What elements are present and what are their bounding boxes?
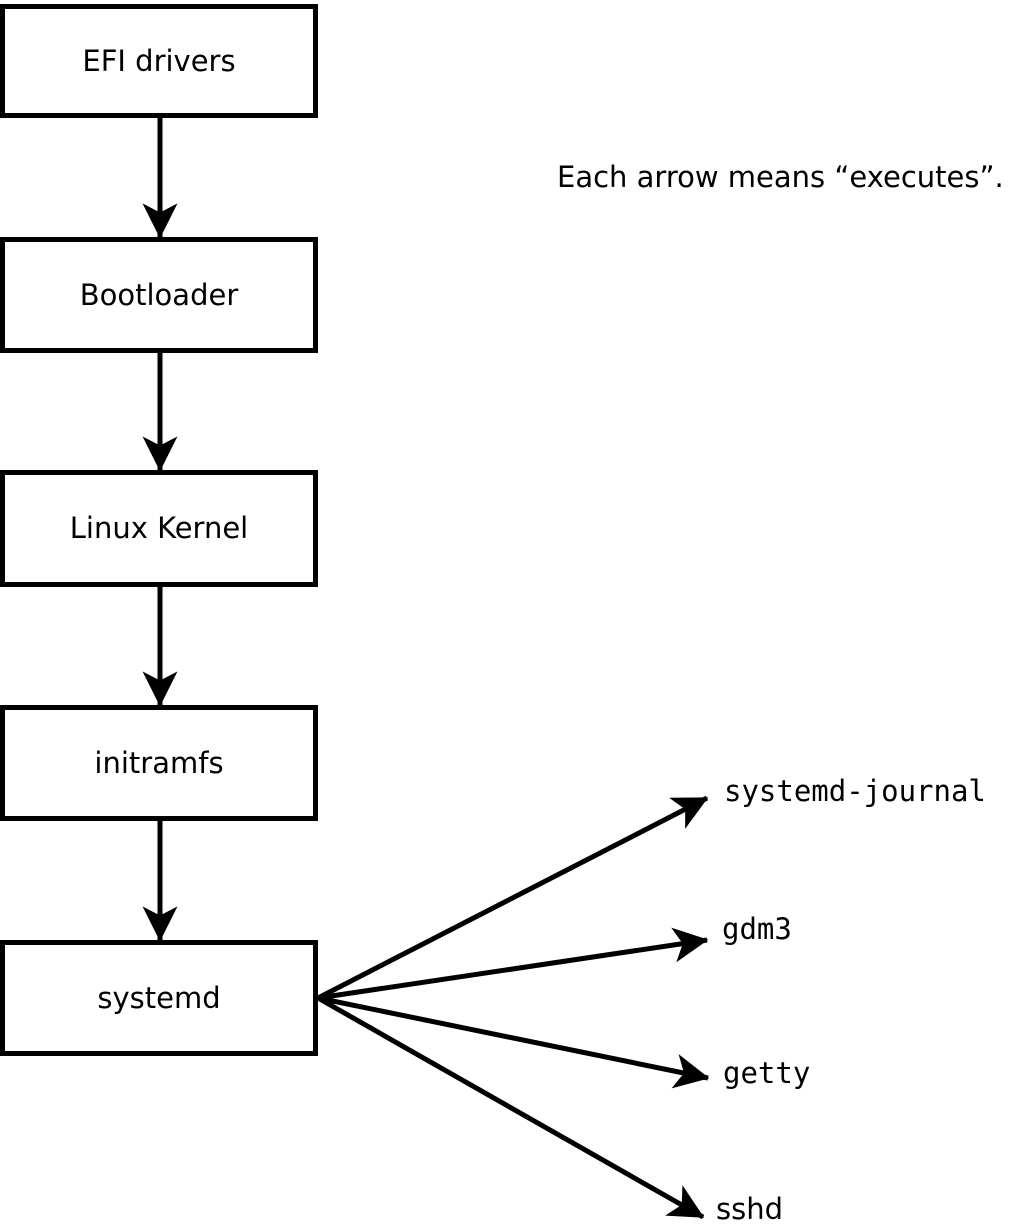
arrow-systemd-to-journal xyxy=(316,795,709,1001)
box-bootloader: Bootloader xyxy=(0,237,318,353)
target-label-sshd: sshd xyxy=(716,1192,784,1226)
box-systemd-label: systemd xyxy=(97,980,221,1015)
arrow-systemd-to-sshd xyxy=(316,995,705,1220)
arrow-systemd-to-getty xyxy=(317,995,710,1089)
box-linux-kernel: Linux Kernel xyxy=(0,470,318,587)
target-label-systemd-journal: systemd-journal xyxy=(724,774,986,808)
box-systemd: systemd xyxy=(0,940,318,1056)
box-efi-drivers: EFI drivers xyxy=(0,4,318,118)
target-label-gdm3: gdm3 xyxy=(722,912,792,946)
target-label-getty: getty xyxy=(723,1056,811,1090)
box-efi-drivers-label: EFI drivers xyxy=(82,43,236,78)
box-linux-kernel-label: Linux Kernel xyxy=(69,511,249,545)
box-bootloader-label: Bootloader xyxy=(79,277,239,312)
box-initramfs: initramfs xyxy=(0,705,318,821)
arrow-systemd-to-gdm3 xyxy=(317,927,709,1001)
box-initramfs-label: initramfs xyxy=(94,745,224,780)
arrow-meaning-note: Each arrow means “executes”. xyxy=(557,160,1004,194)
